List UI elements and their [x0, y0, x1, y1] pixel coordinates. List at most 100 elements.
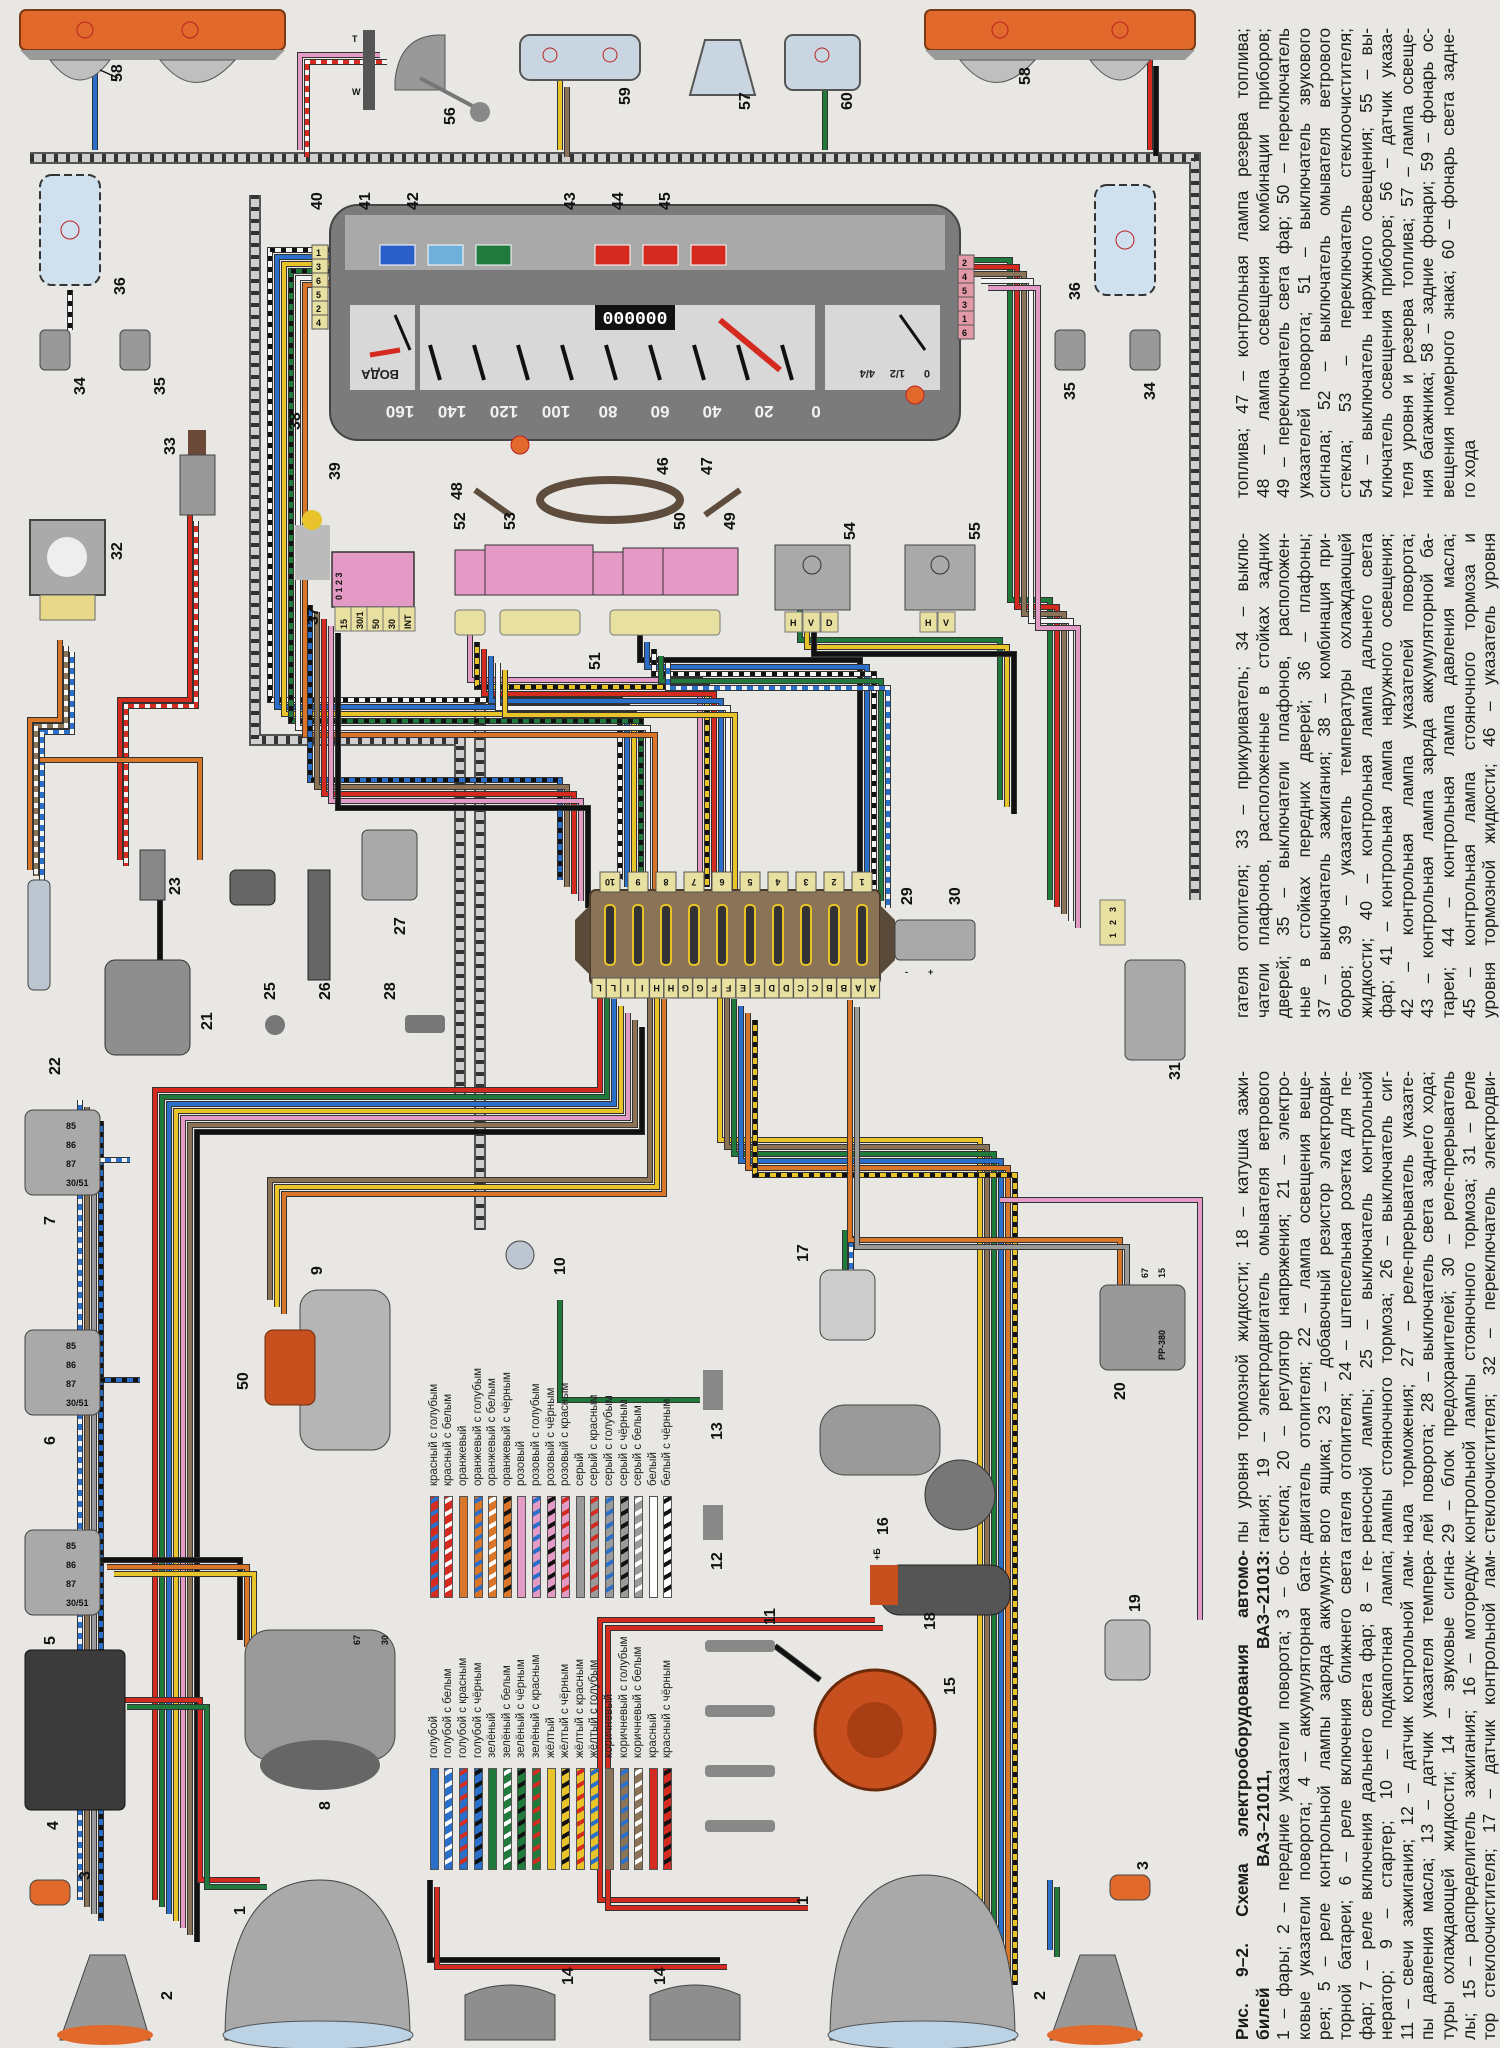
fuse-top-terminal — [599, 871, 621, 893]
door-switches-left: 34 35 — [39, 329, 169, 395]
legend-label: зелёный с белым — [500, 1665, 513, 1758]
license-plate-lamp: 59 — [519, 34, 641, 105]
pin-label: 3 — [316, 262, 321, 272]
wire-core — [638, 635, 862, 880]
wire-stripe — [289, 269, 643, 901]
relay-pin-label: 30/51 — [66, 1178, 89, 1188]
label-1-right: 1 — [795, 1896, 812, 1905]
wire-stripe — [652, 649, 876, 894]
relay-pin-label: 87 — [66, 1159, 76, 1169]
wire-core — [1000, 1198, 1202, 1620]
caption-line: стекла; 53 – переключатель стеклоочистит… — [1334, 28, 1355, 498]
switch-pin — [820, 611, 839, 633]
caption-line: двигатель отопителя; 22 – лампа освещени… — [1293, 1071, 1314, 1543]
fuse — [604, 904, 616, 966]
caption-line: торной батареи; 6 – реле включения ближн… — [1334, 1550, 1355, 2040]
caption-line: лампы стояночного тормоза; 26 – выключат… — [1376, 1071, 1397, 1543]
wire-core — [195, 1027, 644, 1942]
wire-swatch — [590, 1768, 600, 1870]
legend-item: розовый — [515, 1308, 530, 1598]
regulator-pin-67: 67 — [1140, 1268, 1150, 1278]
wire-swatch — [444, 1496, 454, 1598]
label-20: 20 — [1112, 1382, 1129, 1400]
label-49: 49 — [722, 512, 739, 530]
wire-stripe — [475, 642, 709, 887]
caption-line: тареи; 44 – контрольная лампа давления м… — [1437, 533, 1458, 1018]
wire-core — [127, 1705, 267, 1889]
label-29: 29 — [899, 887, 916, 905]
wire-core — [489, 656, 723, 901]
turn-indicator — [475, 244, 512, 266]
speed-tick-label: 40 — [703, 402, 722, 421]
label-7: 7 — [42, 1216, 59, 1225]
legend-item: серый с голубым — [602, 1308, 617, 1598]
legend-item: белый с чёрным — [661, 1308, 676, 1598]
label-10: 10 — [552, 1257, 569, 1275]
regulator-model: PP-380 — [1157, 1330, 1167, 1360]
label-2-right: 2 — [1032, 1991, 1049, 2000]
connector-pin — [311, 314, 329, 330]
caption-line: ковые указатели поворота; 4 – аккумулято… — [1293, 1550, 1314, 2040]
wire-core — [282, 262, 636, 894]
speed-tick-mark — [780, 344, 794, 381]
front-turn-signal-right: 2 — [1032, 1954, 1143, 2045]
brake-light-switch: 26 — [307, 869, 334, 1000]
wire-core — [798, 610, 1002, 800]
legend-label: серый с чёрным — [617, 1399, 630, 1486]
fuse-number: 6 — [719, 877, 724, 887]
relay-body — [24, 1329, 101, 1416]
heater-switch: 32 — [29, 519, 126, 621]
relay-pin-label: 87 — [66, 1379, 76, 1389]
wire-core — [468, 635, 702, 880]
label-3: 3 — [77, 1871, 94, 1880]
legend-label: серый с красным — [588, 1394, 601, 1486]
wire-swatch — [546, 1768, 556, 1870]
legend-item: голубой с белым — [442, 1580, 457, 1870]
generator-pin-67: 67 — [352, 1635, 362, 1645]
fuse-letter: F — [711, 983, 717, 993]
hood-lamp: 10 — [505, 1240, 569, 1275]
wire-core — [805, 617, 1009, 807]
wire-stripe — [666, 663, 890, 908]
legend-label: коричневый с голубым — [617, 1636, 630, 1759]
label-60: 60 — [839, 92, 856, 110]
fuse-number: 1 — [859, 877, 864, 887]
water-temp-label: ВОДА — [361, 367, 399, 382]
wire-swatch — [531, 1496, 541, 1598]
label-5: 5 — [42, 1636, 59, 1645]
label-8: 8 — [317, 1801, 334, 1810]
legend-label: красный — [646, 1713, 659, 1758]
wire-swatch — [502, 1496, 512, 1598]
legend-label: оранжевый — [456, 1425, 469, 1486]
high-beam-indicator — [379, 244, 416, 266]
caption-line: 11 – свечи зажигания; 12 – датчик контро… — [1396, 1550, 1417, 2040]
wire-core — [336, 633, 590, 908]
fuse-top-terminal — [683, 871, 705, 893]
switch-pin-label: V — [943, 618, 949, 628]
caption-line: чатели плафонов, расположенные в стойках… — [1252, 533, 1273, 1018]
legend-label: голубой — [427, 1715, 440, 1758]
trunk-lamp: 57 — [688, 39, 757, 110]
battery-indicator — [594, 244, 631, 266]
fuse-letter: I — [627, 983, 630, 993]
wire-core — [275, 255, 629, 887]
wire-core — [659, 656, 883, 901]
wire-core — [100, 1558, 242, 1640]
legend-item: розовый с красным — [558, 1308, 573, 1598]
label-36: 36 — [112, 277, 129, 295]
legend-item: красный — [646, 1580, 661, 1870]
wire-core — [773, 1644, 822, 1682]
caption-line: фар; 7 – реле включения дальнего света ф… — [1355, 1550, 1376, 2040]
caption-title: Рис. 9–2. Схема электрооборудования авто… — [1232, 1550, 1252, 2040]
parking-brake-switch: 25 — [262, 982, 285, 1035]
brake-indicator — [690, 244, 727, 266]
reverse-lamp: 60 — [784, 34, 861, 110]
speed-tick-mark — [516, 344, 530, 381]
legend-item: жёлтый с чёрным — [558, 1580, 573, 1870]
fuse-number: 9 — [635, 877, 640, 887]
